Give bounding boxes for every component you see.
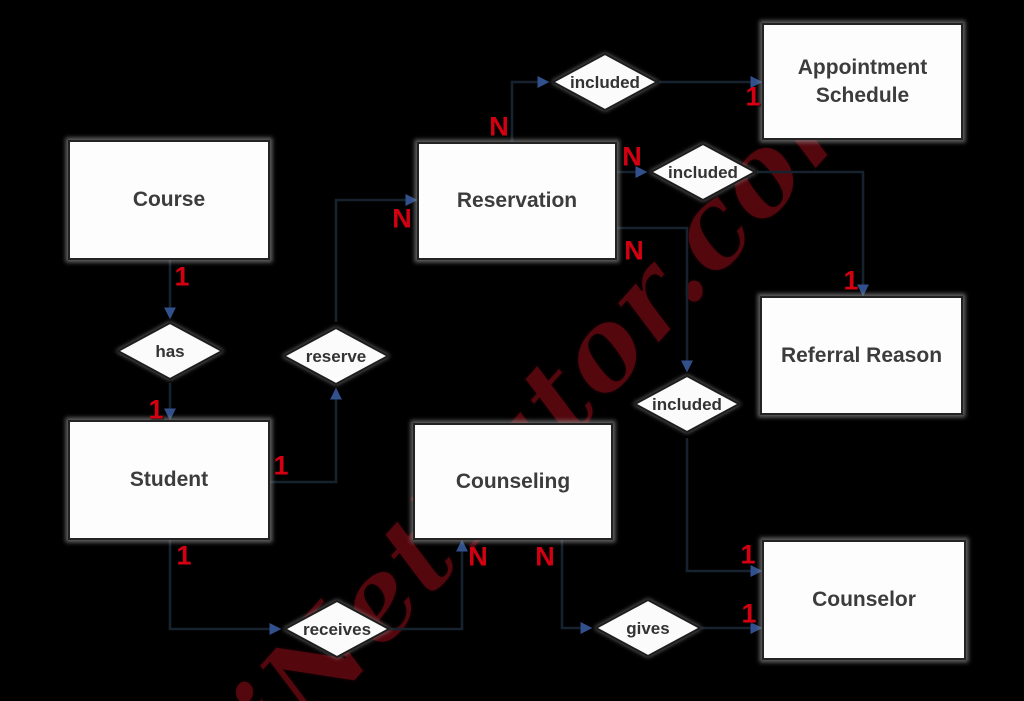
relationship-included-referral-label: included bbox=[668, 163, 738, 182]
connector-reservation-to-included-counselor bbox=[617, 226, 693, 373]
relationship-included-appointment-label: included bbox=[570, 73, 640, 92]
cardinality-included-referral-reason: 1 bbox=[843, 265, 859, 296]
diamond-shape bbox=[648, 142, 758, 202]
cardinality-counseling-gives: N bbox=[535, 541, 555, 572]
diamond-shape bbox=[281, 326, 391, 386]
relationship-reserve: reserve bbox=[281, 326, 391, 386]
entity-counseling-label: Counseling bbox=[455, 469, 571, 493]
entity-appointment-schedule: Appointment Schedule bbox=[762, 23, 963, 140]
diamond-shape bbox=[550, 52, 660, 112]
entity-student-label: Student bbox=[129, 468, 209, 492]
entity-referral-reason: Referral Reason bbox=[760, 296, 963, 415]
entity-reservation-label: Reservation bbox=[456, 189, 578, 213]
diamond-shape bbox=[632, 374, 742, 434]
cardinality-included-counselor: 1 bbox=[740, 539, 756, 570]
relationship-receives: receives bbox=[282, 599, 392, 659]
diamond-shape bbox=[115, 321, 225, 381]
connector-student-to-reserve bbox=[270, 387, 342, 484]
diamond-shape bbox=[282, 599, 392, 659]
entity-counselor: Counselor bbox=[762, 540, 966, 660]
entity-course-label: Course bbox=[132, 188, 206, 212]
cardinality-receives-counseling: N bbox=[468, 541, 488, 572]
cardinality-student-reserve: 1 bbox=[273, 450, 289, 481]
relationship-included-counselor-label: included bbox=[652, 395, 722, 414]
cardinality-course-has: 1 bbox=[174, 261, 190, 292]
connector-reservation-to-included-appointment bbox=[510, 76, 550, 142]
cardinality-student-receives: 1 bbox=[176, 540, 192, 571]
entity-counselor-label: Counselor bbox=[812, 588, 916, 612]
connector-student-to-receives bbox=[168, 540, 282, 635]
cardinality-gives-counselor: 1 bbox=[741, 598, 757, 629]
connector-included-to-counselor bbox=[685, 438, 763, 577]
connector-included-to-referral-reason bbox=[757, 170, 869, 297]
relationship-gives: gives bbox=[593, 598, 703, 658]
cardinality-included-appointment-schedule: 1 bbox=[745, 81, 761, 112]
cardinality-reservation-included-referral: N bbox=[622, 141, 642, 172]
relationship-included-appointment: included bbox=[550, 52, 660, 112]
connector-counseling-to-gives bbox=[560, 540, 593, 634]
cardinality-reservation-included-counselor: N bbox=[624, 235, 644, 266]
relationship-included-counselor: included bbox=[632, 374, 742, 434]
entity-student: Student bbox=[68, 420, 270, 540]
relationship-receives-label: receives bbox=[303, 620, 371, 639]
relationship-reserve-label: reserve bbox=[306, 347, 367, 366]
relationship-has: has bbox=[115, 321, 225, 381]
entity-appointment-schedule-label: Appointment Schedule bbox=[797, 56, 928, 107]
relationship-included-referral: included bbox=[648, 142, 758, 202]
connector-receives-to-counseling bbox=[389, 539, 468, 631]
entity-reservation: Reservation bbox=[417, 142, 617, 260]
cardinality-reservation-included-appointment: N bbox=[489, 111, 509, 142]
entity-counseling: Counseling bbox=[413, 423, 613, 540]
entity-referral-reason-label: Referral Reason bbox=[780, 343, 943, 367]
entity-course: Course bbox=[68, 140, 270, 260]
cardinality-reserve-reservation: N bbox=[392, 203, 412, 234]
cardinality-has-student: 1 bbox=[148, 394, 164, 425]
relationship-gives-label: gives bbox=[626, 619, 669, 638]
connector-reserve-to-reservation bbox=[334, 194, 418, 322]
relationship-has-label: has bbox=[155, 342, 184, 361]
diamond-shape bbox=[593, 598, 703, 658]
